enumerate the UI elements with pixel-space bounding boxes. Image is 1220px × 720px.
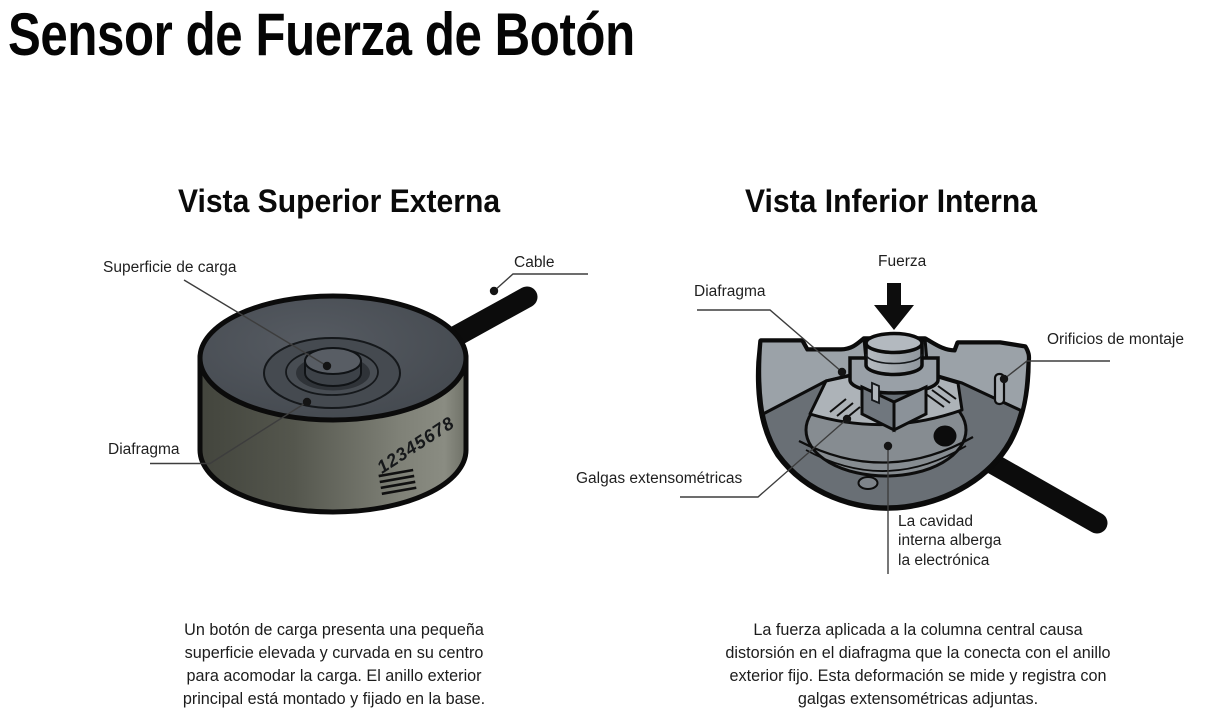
label-diafragma-internal: Diafragma xyxy=(694,283,766,300)
label-cable: Cable xyxy=(514,254,555,271)
label-fuerza: Fuerza xyxy=(878,253,927,270)
heading-external-view: Vista Superior Externa xyxy=(177,183,501,219)
label-cavidad-interna: La cavidad interna alberga la electrónic… xyxy=(898,513,1002,569)
leader-diafragma-right xyxy=(697,309,843,373)
notch-peg xyxy=(871,381,880,405)
dot-orificios xyxy=(999,374,1009,384)
label-superficie-de-carga: Superficie de carga xyxy=(103,259,237,276)
label-orificios-de-montaje: Orificios de montaje xyxy=(1047,331,1184,348)
dot-galgas xyxy=(842,414,852,424)
side-stamp-lines xyxy=(378,468,417,496)
load-button-top xyxy=(304,347,362,375)
figure-internal-bottom-view xyxy=(680,283,1110,574)
column-top xyxy=(864,331,924,355)
description-external-view: Un botón de carga presenta una pequeña s… xyxy=(182,621,486,708)
dot-cable xyxy=(489,286,499,296)
leader-dots-right xyxy=(837,367,1009,451)
cable-entry-hole xyxy=(933,425,957,447)
leader-cable xyxy=(493,273,588,292)
cavity-rim-arc-2 xyxy=(805,445,967,472)
description-internal-view: La fuerza aplicada a la columna central … xyxy=(725,621,1111,708)
column-band-line xyxy=(865,353,923,365)
leader-dots-left xyxy=(302,286,499,407)
heading-internal-view: Vista Inferior Interna xyxy=(745,183,1037,219)
leader-galgas xyxy=(680,418,848,498)
hex-block-right-face xyxy=(892,384,928,433)
leader-superficie xyxy=(183,279,328,367)
figure-external-top-view: 12345678 xyxy=(150,273,588,515)
dot-superficie xyxy=(322,361,332,371)
label-galgas-extensometricas: Galgas extensométricas xyxy=(576,470,743,487)
label-diafragma-external: Diafragma xyxy=(108,441,180,458)
force-arrow-icon xyxy=(874,283,914,330)
mounting-hole-bottom xyxy=(857,476,879,490)
strain-gauge-marks xyxy=(829,385,957,421)
leaders-left-figure xyxy=(150,273,588,465)
leader-diafragma-left xyxy=(150,401,308,465)
cavity-rim-arc-1 xyxy=(798,436,974,464)
dot-diafragma-right xyxy=(837,367,847,377)
leaders-right-figure xyxy=(680,309,1110,574)
dot-cavidad xyxy=(883,441,893,451)
dot-diafragma-left xyxy=(302,397,312,407)
leader-orificios xyxy=(1003,360,1110,380)
page-title: Sensor de Fuerza de Botón xyxy=(8,1,635,68)
